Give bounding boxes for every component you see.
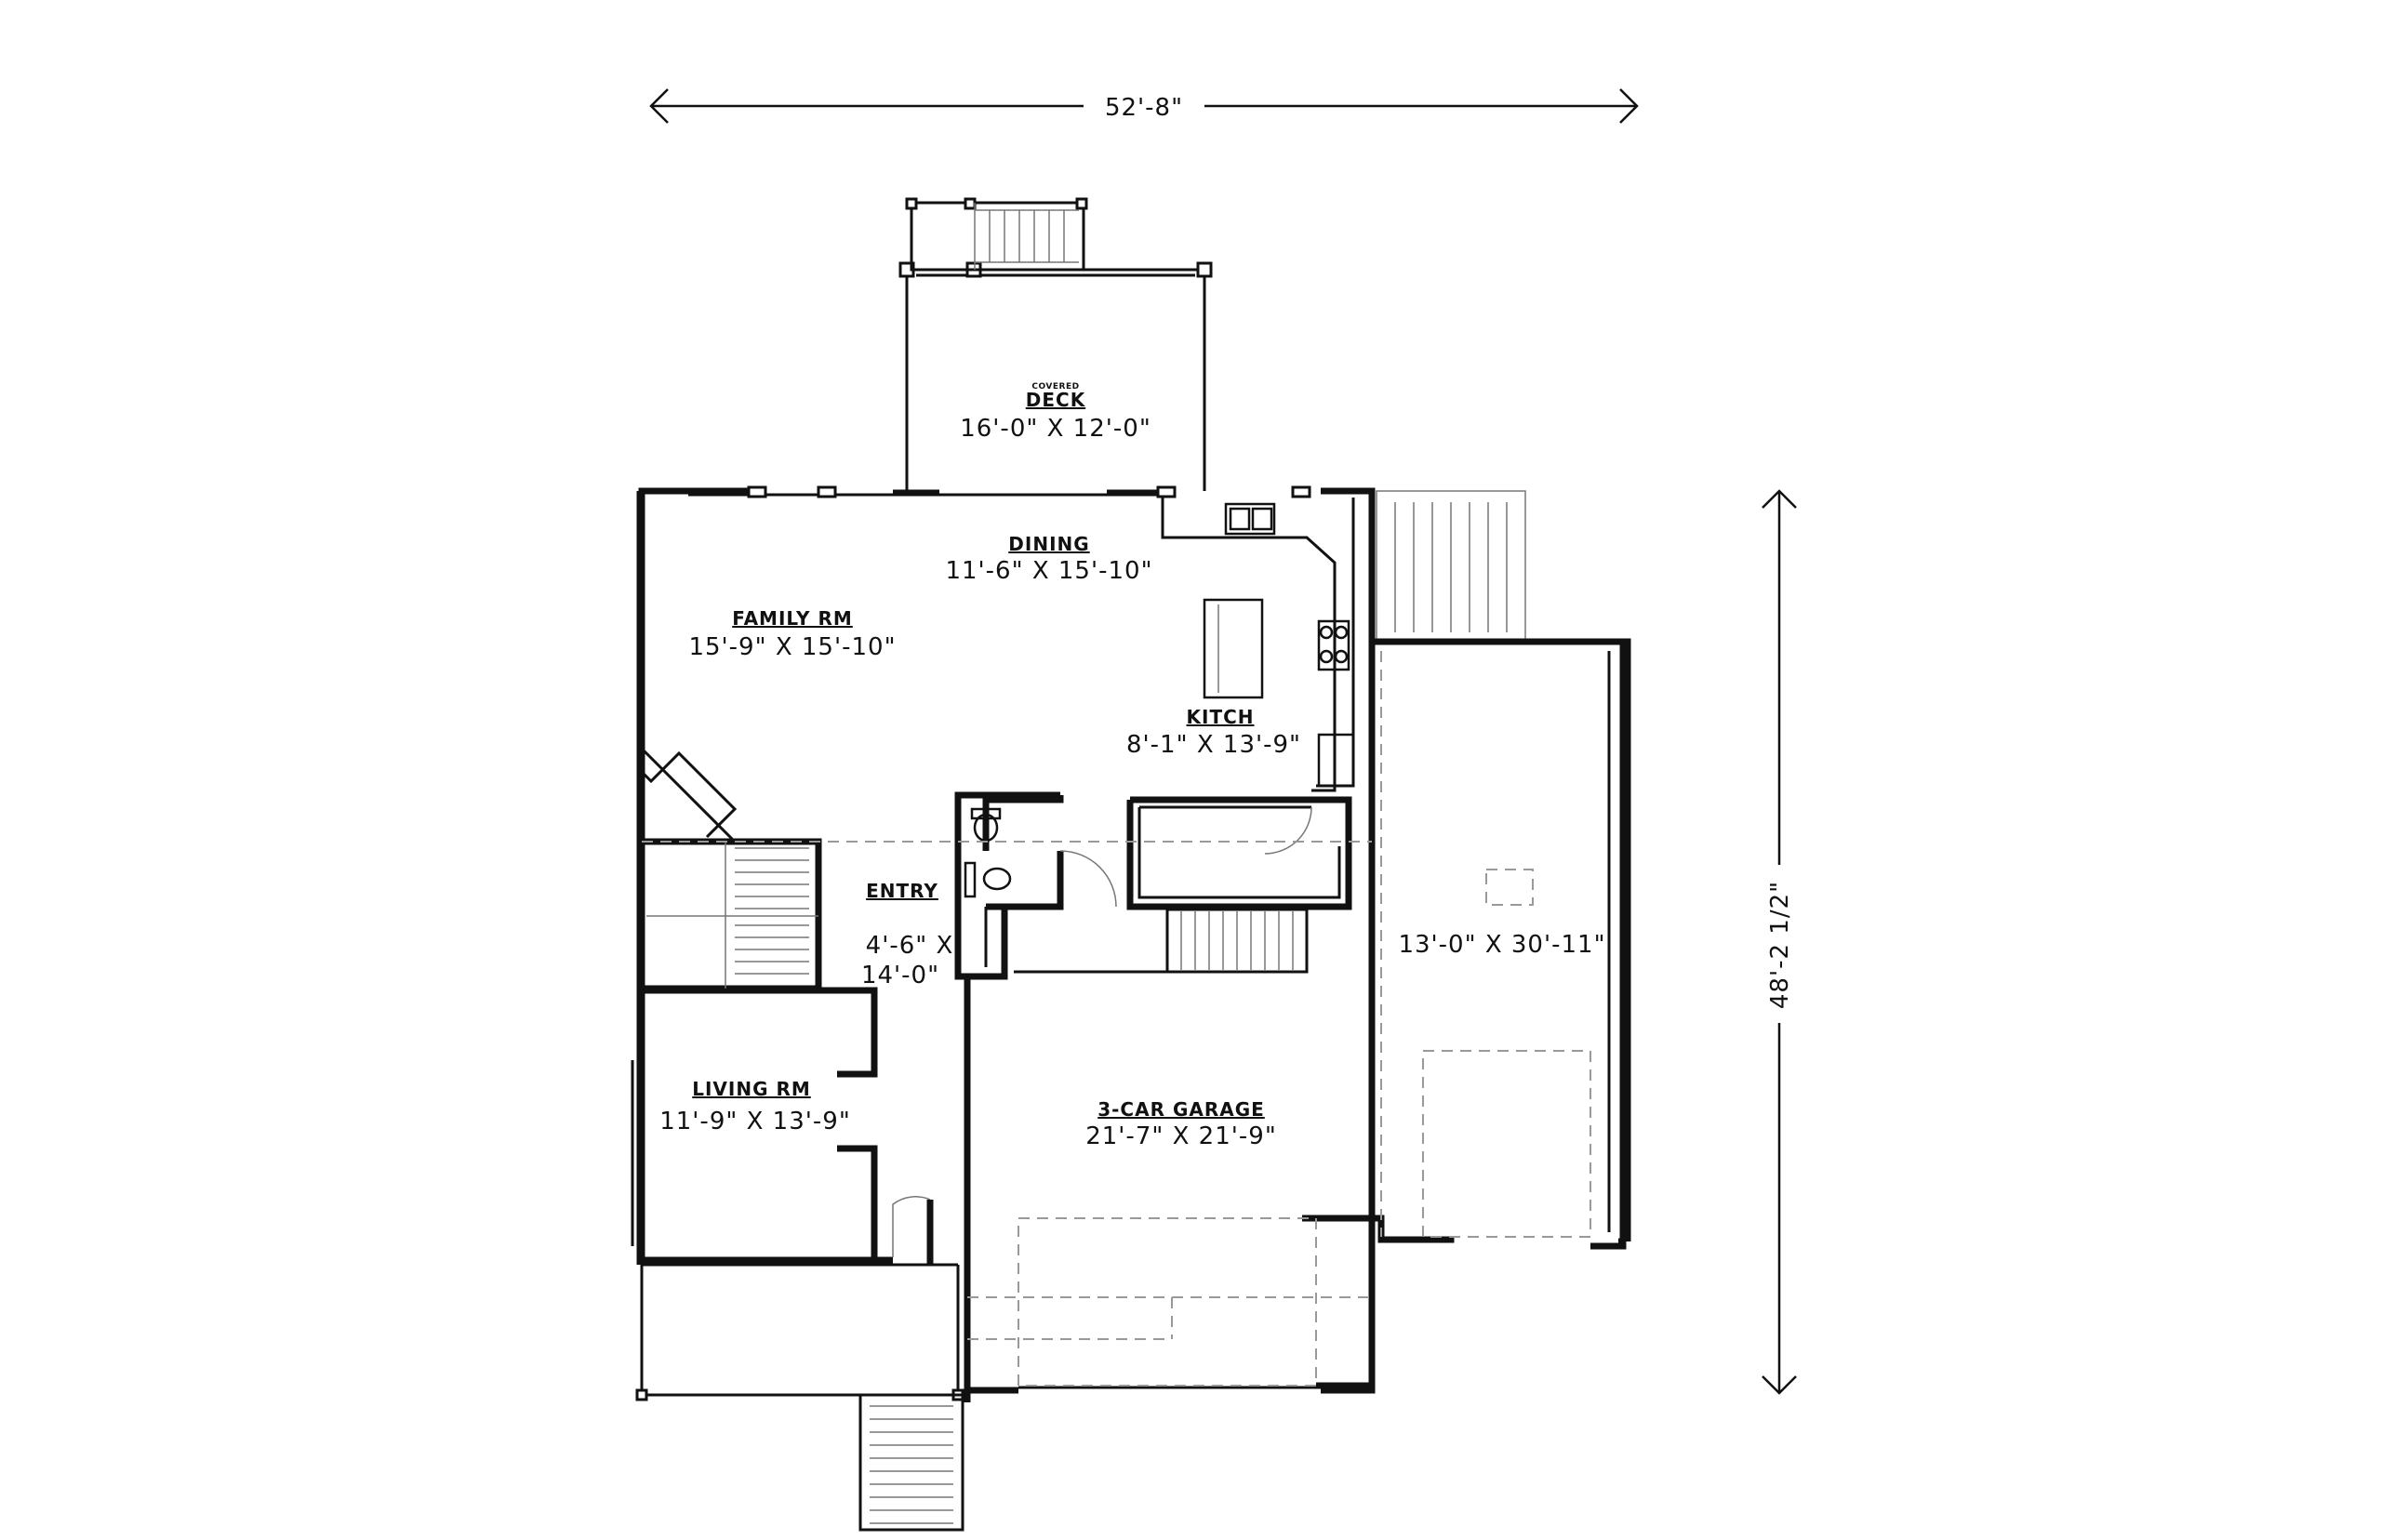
kitchen-fixtures [1161, 498, 1355, 792]
living-size: 11'-9" X 13'-9" [659, 1108, 851, 1135]
garage-size: 21'-7" X 21'-9" [1085, 1122, 1277, 1150]
overall-depth-dimension: 48'-2 1/2" [1762, 489, 1797, 1395]
garage-dashed [642, 651, 1591, 1387]
garage-name: 3-CAR GARAGE [1097, 1098, 1265, 1121]
interior-walls [640, 747, 1352, 1265]
deck-prefix: COVERED [1031, 382, 1079, 392]
overall-depth-label: 48'-2 1/2" [1766, 881, 1794, 1009]
dining-name: DINING [1008, 533, 1089, 555]
kitchen-size: 8'-1" X 13'-9" [1126, 731, 1301, 759]
main-stair [646, 842, 818, 989]
family-size: 15'-9" X 15'-10" [688, 633, 896, 661]
deck-name: DECK [1026, 389, 1086, 411]
family-name: FAMILY RM [732, 607, 853, 630]
porch-stair [858, 1393, 964, 1532]
entry-size-line2: 14'-0" [861, 962, 939, 989]
dining-size: 11'-6" X 15'-10" [945, 557, 1152, 585]
deck-stair [974, 203, 1079, 270]
deck-size: 16'-0" X 12'-0" [960, 415, 1151, 443]
kitchen-name: KITCH [1187, 706, 1255, 728]
living-name: LIVING RM [692, 1078, 811, 1100]
kitchen-island [1203, 598, 1264, 699]
entry-name: ENTRY [866, 880, 938, 902]
covered-deck [898, 197, 1213, 491]
overall-width-label: 52'-8" [1105, 94, 1183, 122]
side-stair [1376, 490, 1526, 641]
overall-width-dimension: 52'-8" [649, 88, 1639, 124]
garage-bay-size: 13'-0" X 30'-11" [1398, 931, 1605, 959]
front-porch [635, 1263, 1372, 1532]
entry-size-line1: 4'-6" X [866, 932, 954, 960]
garage-stair [1165, 908, 1309, 974]
